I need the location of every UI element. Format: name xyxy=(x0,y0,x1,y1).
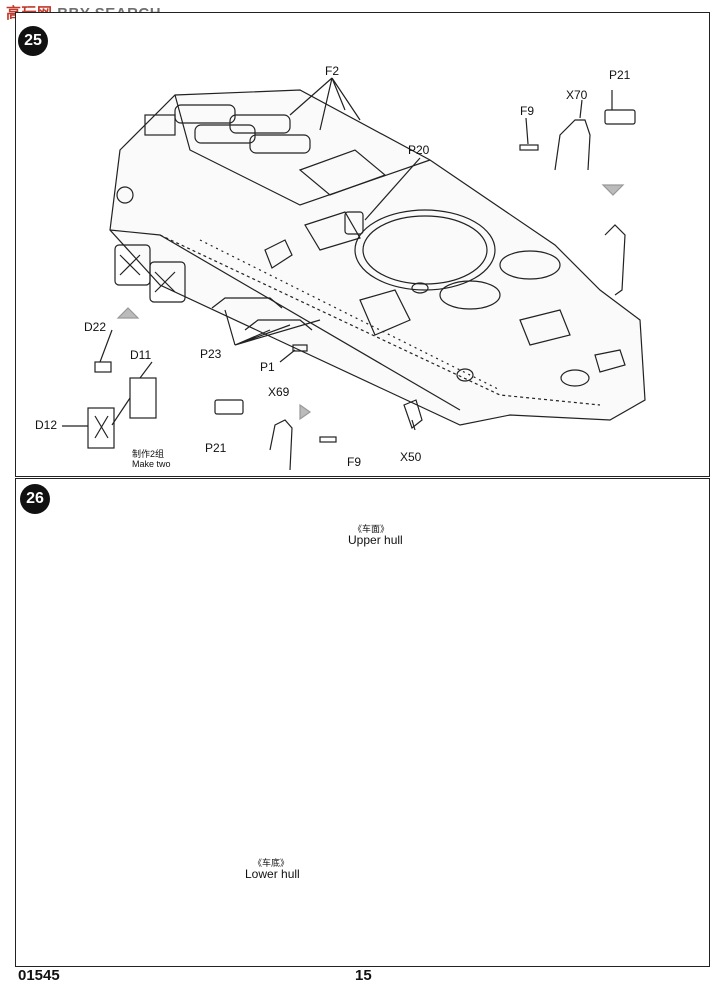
product-code: 01545 xyxy=(18,967,60,984)
step-number-25: 25 xyxy=(18,26,48,56)
label-p21-top: P21 xyxy=(609,68,631,82)
label-x70: X70 xyxy=(566,88,588,102)
label-d11: D11 xyxy=(130,348,152,362)
label-x69: X69 xyxy=(268,385,290,399)
label-x50: X50 xyxy=(400,450,422,464)
step-number-26: 26 xyxy=(20,484,50,514)
label-upper-hull-en: Upper hull xyxy=(348,533,403,547)
label-p20: P20 xyxy=(408,143,430,157)
label-d22: D22 xyxy=(84,320,107,334)
label-p21-bottom: P21 xyxy=(205,441,227,455)
label-p23: P23 xyxy=(200,347,222,361)
label-d12: D12 xyxy=(35,418,58,432)
label-make-two-en: Make two xyxy=(132,459,171,469)
label-f9-bottom: F9 xyxy=(347,455,362,469)
label-upper-hull-cn: 《车面》 xyxy=(353,524,390,534)
label-make-two-cn: 制作2组 xyxy=(132,449,165,459)
label-lower-hull-en: Lower hull xyxy=(245,867,300,881)
label-p1: P1 xyxy=(260,360,275,374)
label-lower-hull-cn: 《车底》 xyxy=(253,858,290,868)
step-26-panel xyxy=(15,478,710,967)
label-f9-top: F9 xyxy=(520,104,535,118)
page-number: 15 xyxy=(355,967,372,984)
label-f2: F2 xyxy=(325,64,340,78)
